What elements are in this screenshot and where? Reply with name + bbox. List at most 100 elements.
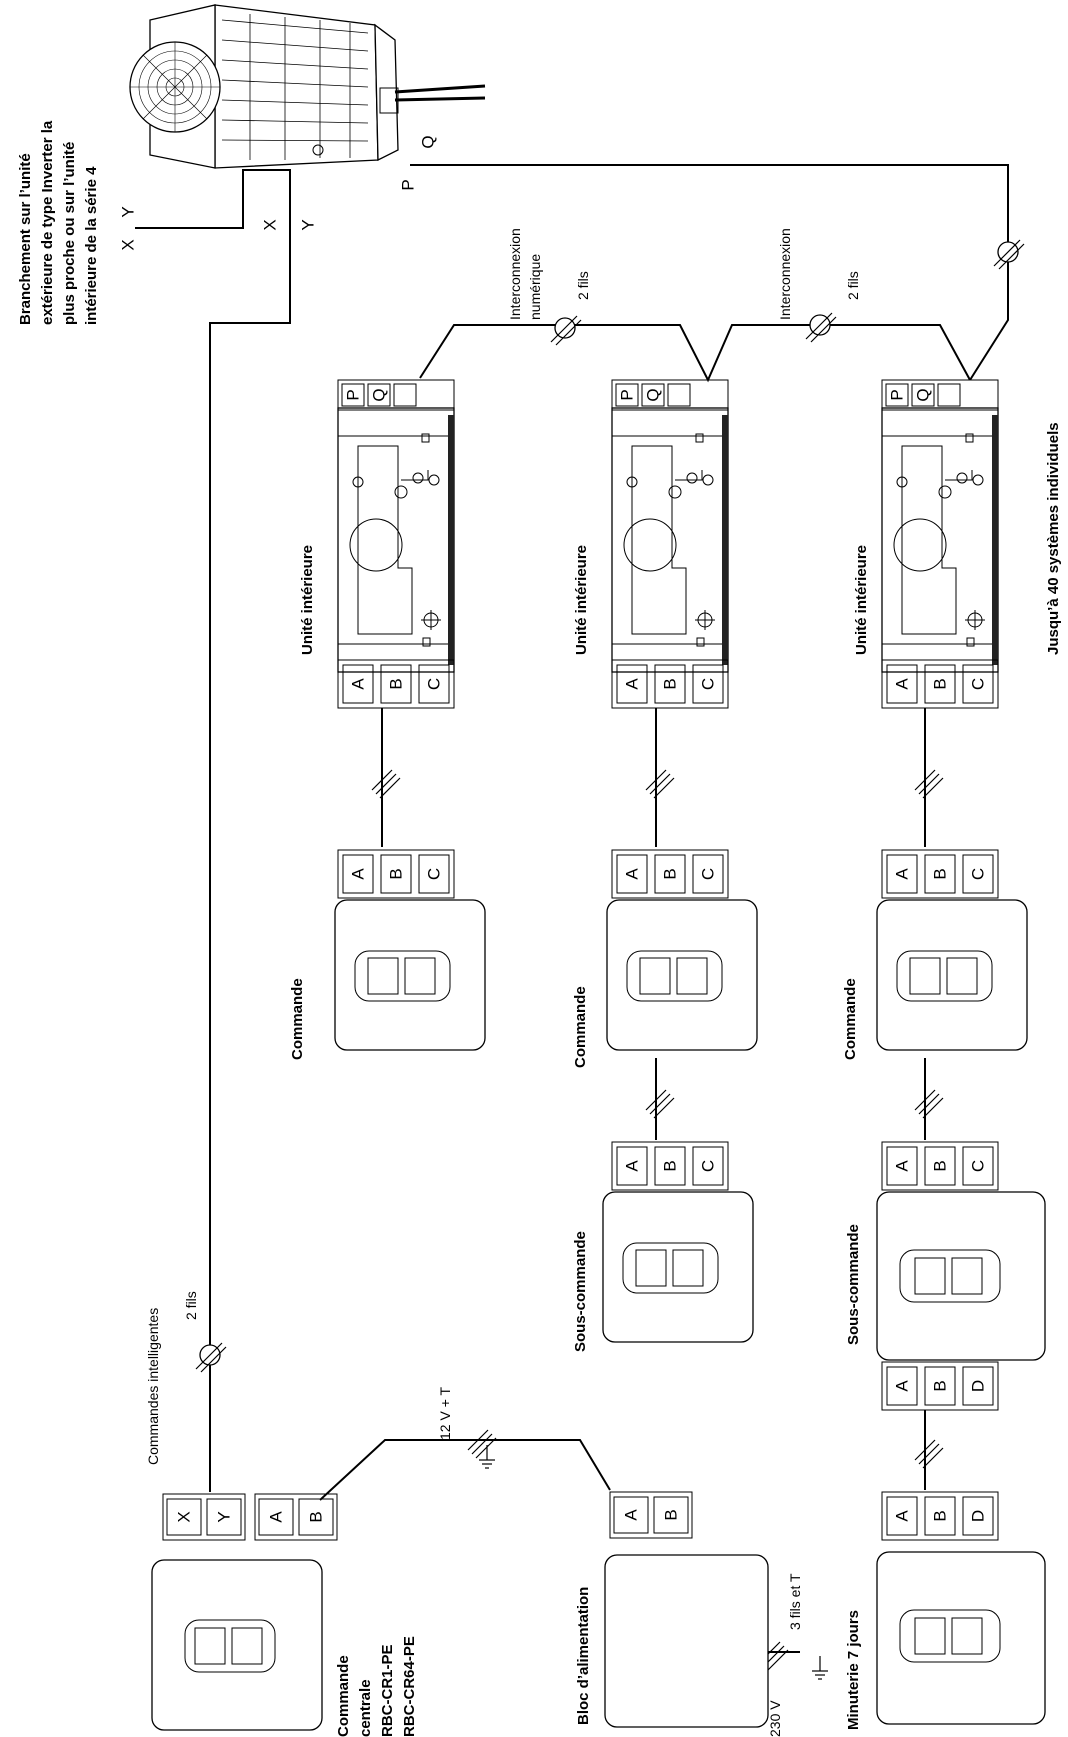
- svg-text:C: C: [969, 678, 988, 690]
- sub-1-body: [602, 1191, 754, 1343]
- power-supply-label: Bloc d’alimentation: [575, 1587, 592, 1725]
- power-supply-body: [604, 1554, 769, 1728]
- cable-marker-sub-1: [645, 1089, 675, 1119]
- svg-text:C: C: [969, 868, 988, 880]
- svg-text:A: A: [893, 868, 912, 880]
- sous-commande-2-label: Sous-commande: [845, 1224, 862, 1345]
- numerique-label: numérique: [527, 254, 543, 320]
- central-terminals-xy: X Y: [162, 1493, 246, 1541]
- two-wires-label-3: 2 fils: [183, 1291, 199, 1320]
- commande-2-label: Commande: [572, 986, 589, 1068]
- svg-text:Q: Q: [370, 388, 389, 401]
- central-controller: X Y A B: [151, 1493, 338, 1731]
- sub-1-terminals: A B C: [611, 1141, 729, 1191]
- svg-text:C: C: [425, 868, 444, 880]
- remote-controller-1: A B C: [334, 849, 486, 1051]
- indoor-3-terminals-abc: A B C: [881, 659, 999, 709]
- central-terminals-ab: A B: [254, 1493, 338, 1541]
- central-body: [151, 1559, 323, 1731]
- outdoor-label-x: X: [119, 239, 138, 250]
- power-12v-label: 12 V + T: [437, 1386, 453, 1440]
- timer-body: [876, 1551, 1046, 1725]
- svg-text:B: B: [931, 1160, 950, 1171]
- cable-marker-sub-2: [914, 1089, 944, 1119]
- interconnexion-label-1: Interconnexion: [507, 228, 523, 320]
- interconnexion-label-2: Interconnexion: [777, 228, 793, 320]
- indoor-unit-1: P Q A B C: [337, 379, 455, 709]
- svg-text:B: B: [661, 868, 680, 879]
- svg-text:B: B: [662, 1509, 681, 1520]
- wiring: [135, 164, 1009, 1653]
- central-label-1: Commande: [335, 1655, 352, 1737]
- remote-1-body: [334, 899, 486, 1051]
- mains-230v-label: 230 V: [767, 1700, 783, 1737]
- svg-text:B: B: [661, 678, 680, 689]
- outdoor-caption-4: intérieure de la série 4: [83, 166, 100, 325]
- svg-text:B: B: [931, 1510, 950, 1521]
- commande-3-label: Commande: [842, 978, 859, 1060]
- outdoor-caption-1: Branchement sur l’unité: [17, 153, 34, 325]
- svg-text:C: C: [425, 678, 444, 690]
- svg-text:D: D: [969, 1380, 988, 1392]
- svg-text:B: B: [387, 868, 406, 879]
- svg-text:A: A: [623, 1160, 642, 1172]
- remote-2-body: [606, 899, 758, 1051]
- svg-text:D: D: [969, 1510, 988, 1522]
- outdoor-terminal-q: Q: [419, 135, 438, 148]
- svg-text:A: A: [623, 678, 642, 690]
- sub-2-body: [876, 1191, 1046, 1361]
- svg-text:A: A: [349, 868, 368, 880]
- svg-text:X: X: [175, 1511, 194, 1522]
- two-wires-label-2: 2 fils: [845, 271, 861, 300]
- svg-text:A: A: [349, 678, 368, 690]
- sub-2-terminals-abc: A B C: [881, 1141, 999, 1191]
- svg-text:P: P: [888, 389, 907, 400]
- three-wires-label: 3 fils et T: [787, 1573, 803, 1630]
- central-label-4: RBC-CR64-PE: [401, 1636, 418, 1737]
- svg-text:Q: Q: [644, 388, 663, 401]
- svg-text:C: C: [699, 678, 718, 690]
- svg-text:C: C: [699, 868, 718, 880]
- svg-text:A: A: [893, 1160, 912, 1172]
- outdoor-caption-3: plus proche ou sur l’unité: [61, 142, 78, 325]
- central-label-3: RBC-CR1-PE: [379, 1644, 396, 1737]
- indoor-unit-2-label: Unité intérieure: [573, 545, 590, 655]
- remote-1-terminals: A B C: [337, 849, 455, 899]
- sub-controller-1: A B C: [602, 1141, 754, 1343]
- max-systems-label: Jusqu’à 40 systèmes individuels: [1045, 422, 1062, 655]
- svg-text:C: C: [969, 1160, 988, 1172]
- indoor-unit-2: P Q A B C: [611, 379, 729, 709]
- svg-text:Q: Q: [914, 388, 933, 401]
- sub-controller-2: A B C A B D: [876, 1141, 1046, 1411]
- outdoor-terminal-y: Y: [299, 219, 318, 230]
- weekly-timer: A B D: [876, 1491, 1046, 1725]
- sub-2-terminals-abd: A B D: [881, 1361, 999, 1411]
- svg-text:P: P: [618, 389, 637, 400]
- indoor-3-terminals-pq: P Q: [881, 379, 999, 411]
- indoor-1-terminals-abc: A B C: [337, 659, 455, 709]
- svg-text:B: B: [931, 1380, 950, 1391]
- svg-text:A: A: [267, 1511, 286, 1523]
- svg-text:A: A: [622, 1509, 641, 1521]
- indoor-2-terminals-pq: P Q: [611, 379, 729, 411]
- outdoor-terminal-x: X: [261, 219, 280, 230]
- remote-controller-3: A B C: [876, 849, 1028, 1051]
- indoor-2-terminals-abc: A B C: [611, 659, 729, 709]
- svg-text:B: B: [931, 868, 950, 879]
- outdoor-label-y: Y: [119, 206, 138, 217]
- outdoor-unit: [129, 4, 486, 169]
- svg-text:C: C: [699, 1160, 718, 1172]
- outdoor-terminal-p: P: [399, 179, 418, 190]
- cable-marker-interconnect-1: [550, 315, 582, 346]
- cable-marker-remote-1: [371, 769, 401, 799]
- svg-text:Y: Y: [215, 1511, 234, 1522]
- ground-icon: [812, 1656, 828, 1680]
- svg-text:B: B: [931, 678, 950, 689]
- timer-terminals: A B D: [881, 1491, 999, 1541]
- commande-1-label: Commande: [289, 978, 306, 1060]
- cable-marker-remote-2: [645, 769, 675, 799]
- central-label-2: centrale: [357, 1679, 374, 1737]
- indoor-unit-1-label: Unité intérieure: [299, 545, 316, 655]
- two-wires-label-1: 2 fils: [575, 271, 591, 300]
